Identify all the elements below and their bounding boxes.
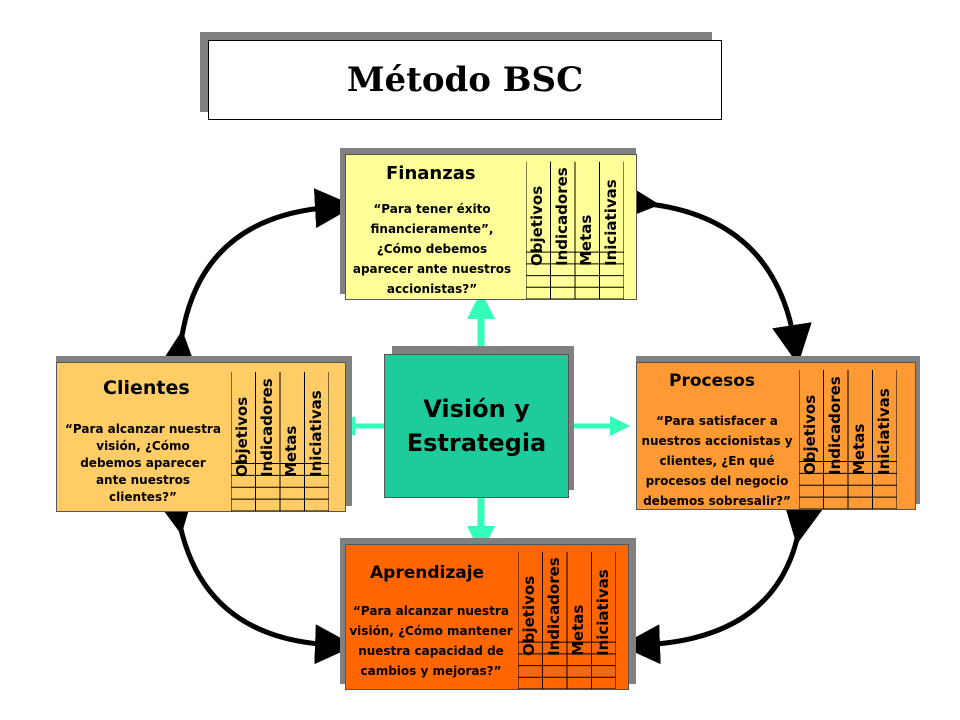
arrow-finanzas-procesos	[618, 181, 812, 365]
card-procesos: Procesos “Para satisfacer a nuestros acc…	[636, 362, 916, 510]
card-aprendizaje: Aprendizaje “Para alcanzar nuestra visió…	[345, 544, 629, 690]
table-grid	[799, 369, 897, 509]
quote-line: procesos del negocio	[645, 474, 789, 488]
quote-line: accionistas?”	[386, 282, 478, 296]
center-line-1: Visión y	[423, 395, 530, 423]
quote-line: nuestra capacidad de	[358, 644, 504, 658]
title-box: Método BSC	[208, 40, 722, 120]
center-vision-estrategia: Visión y Estrategia	[384, 354, 569, 498]
arrow-clientes-finanzas	[157, 188, 355, 373]
quote-line: visión, ¿Cómo mantener	[349, 624, 513, 638]
quote-line: ¿Cómo debemos	[376, 242, 488, 256]
quote-line: clientes?”	[109, 490, 177, 504]
card-title: Procesos	[669, 371, 756, 391]
quote-line: cambios y mejoras?”	[360, 664, 502, 678]
quote-line: “Para alcanzar nuestra	[353, 604, 509, 618]
quote-line: visión, ¿Cómo	[96, 439, 190, 453]
card-quote: “Para satisfacer a nuestros accionistas …	[637, 411, 797, 511]
table-grid	[518, 551, 616, 689]
card-quote: “Para alcanzar nuestra visión, ¿Cómo man…	[346, 601, 516, 681]
table-grid	[231, 371, 329, 511]
quote-line: debemos aparecer	[80, 456, 206, 470]
card-clientes: Clientes “Para alcanzar nuestra visión, …	[56, 362, 346, 512]
quote-line: “Para alcanzar nuestra	[65, 422, 221, 436]
card-title: Aprendizaje	[370, 563, 485, 583]
card-title: Finanzas	[386, 163, 476, 184]
quote-line: debemos sobresalir?”	[643, 494, 791, 508]
table-grid	[526, 161, 624, 299]
card-title: Clientes	[103, 377, 190, 399]
card-quote: “Para alcanzar nuestra visión, ¿Cómo deb…	[63, 421, 223, 506]
quote-line: “Para satisfacer a	[656, 414, 778, 428]
card-finanzas: Finanzas “Para tener éxito financieramen…	[345, 154, 637, 300]
quote-line: clientes, ¿En qué	[659, 454, 775, 468]
quote-line: ante nuestros	[95, 473, 191, 487]
center-line-2: Estrategia	[406, 429, 547, 457]
quote-line: aparecer ante nuestros	[352, 262, 512, 276]
card-quote: “Para tener éxito financieramente”, ¿Cóm…	[346, 199, 518, 299]
page-title: Método BSC	[346, 60, 584, 100]
arrow-procesos-aprendizaje	[620, 501, 824, 665]
arrow-clientes-aprendizaje	[154, 491, 355, 665]
quote-line: financieramente”,	[370, 222, 494, 236]
quote-line: nuestros accionistas y	[641, 434, 793, 448]
quote-line: “Para tener éxito	[373, 202, 491, 216]
